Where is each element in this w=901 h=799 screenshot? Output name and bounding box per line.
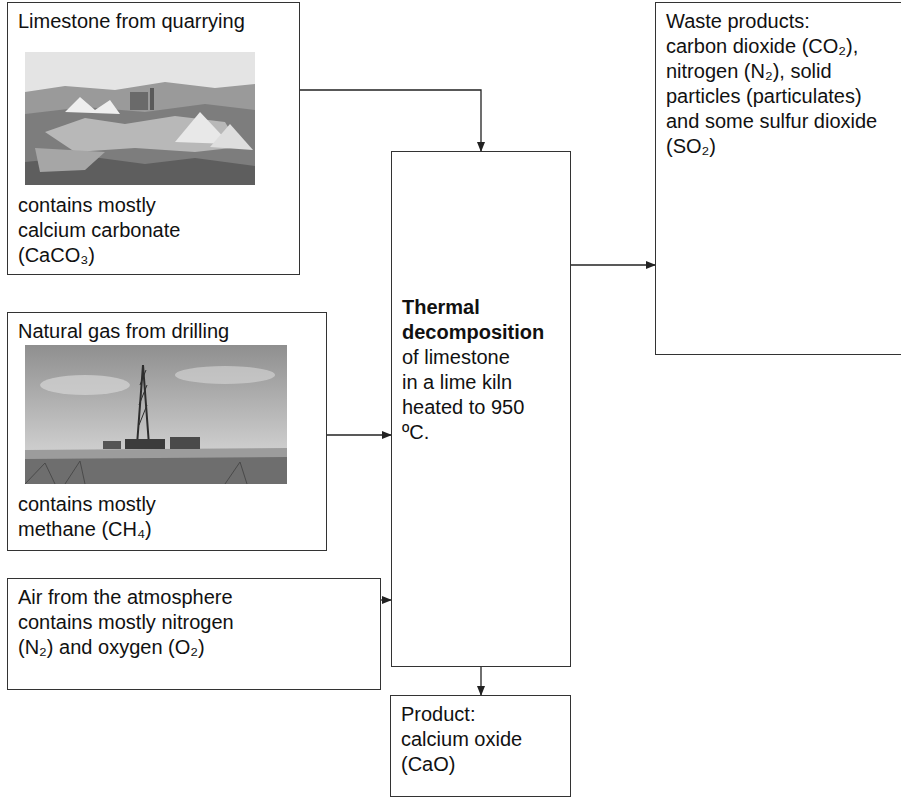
flow-arrow [571, 264, 655, 265]
product-box: Product: calcium oxide (CaO) [390, 695, 571, 797]
waste-list: carbon dioxide (CO₂), nitrogen (N₂), sol… [666, 34, 881, 159]
product-description: Product: calcium oxide (CaO) [401, 702, 536, 777]
input-description: Air from the atmosphere contains mostly … [18, 585, 236, 660]
process-heading: Thermal decomposition [402, 295, 560, 345]
flow-arrow [480, 667, 481, 695]
input-box: Natural gas from drilling contains mostly… [7, 312, 327, 551]
flow-arrow [381, 599, 391, 600]
flow-arrow [300, 90, 481, 151]
process-box: Thermal decompositionof limestone in a l… [391, 151, 571, 667]
input-box: Air from the atmosphere contains mostly … [7, 578, 381, 690]
input-description: contains mostly calcium carbonate (CaCO₃… [18, 193, 223, 268]
input-heading: Limestone from quarrying [18, 9, 289, 34]
waste-box: Waste products:carbon dioxide (CO₂), nit… [655, 2, 901, 355]
process-description: of limestone in a lime kiln heated to 95… [402, 345, 526, 445]
input-box: Limestone from quarrying contains mostly … [7, 2, 300, 275]
input-description: contains mostly methane (CH₄) [18, 492, 223, 542]
flow-arrow [327, 434, 391, 435]
quarry-photo [25, 52, 255, 185]
drilling-rig-photo [25, 345, 287, 484]
waste-heading: Waste products: [666, 9, 901, 34]
input-heading: Natural gas from drilling [18, 319, 316, 344]
